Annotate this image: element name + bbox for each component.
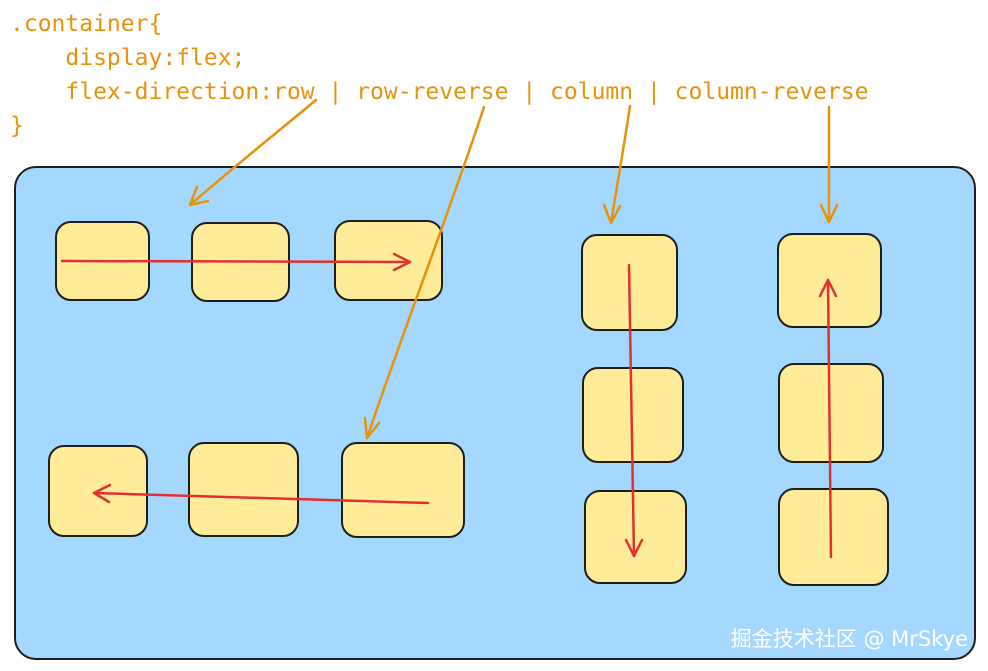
row-reverse-item [188, 442, 299, 537]
pointer-arrow-column [602, 104, 632, 225]
row-item [334, 220, 443, 301]
pointer-arrow-column-reverse [819, 105, 839, 224]
row-reverse-item [341, 442, 465, 538]
watermark: 掘金技术社区 @ MrSkye [730, 627, 968, 651]
column-item [584, 490, 687, 584]
direction-arrow-row [60, 252, 412, 272]
code-line-selector: .container{ [10, 11, 163, 37]
direction-arrow-row-reverse [92, 483, 430, 505]
code-line-closing-brace: } [10, 113, 24, 139]
pointer-arrow-row [188, 98, 318, 207]
code-line-flex-direction: flex-direction:row | row-reverse | colum… [10, 79, 869, 105]
direction-arrow-column-reverse [818, 278, 838, 559]
column-reverse-item [778, 488, 889, 586]
pointer-arrow-row-reverse [363, 105, 486, 440]
code-line-display: display:flex; [10, 45, 246, 71]
direction-arrow-column [624, 263, 644, 558]
